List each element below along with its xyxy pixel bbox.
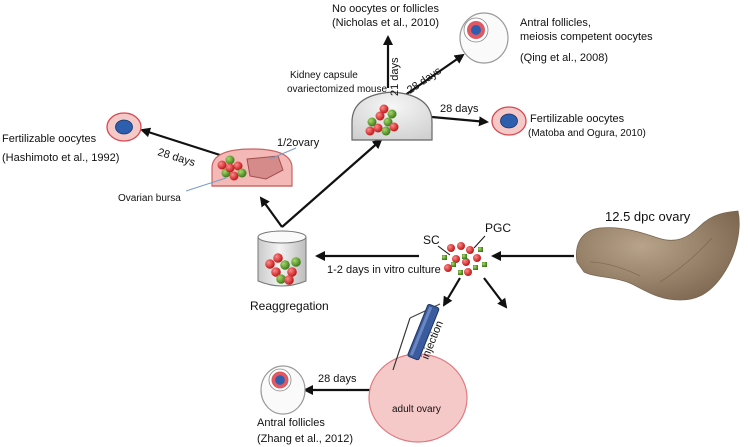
arrow-slice-to-left-follicle xyxy=(140,127,221,157)
citation-hashimoto: (Hashimoto et al., 1992) xyxy=(2,152,119,164)
label-sc: SC xyxy=(423,233,440,247)
label-28-days-upper: 28 days xyxy=(405,65,444,97)
syringe-icon xyxy=(392,303,441,371)
citation-matoba: (Matoba and Ogura, 2010) xyxy=(528,128,646,139)
arrow-kidney-to-qing xyxy=(397,53,465,101)
follicle-icon xyxy=(491,106,527,136)
label-28-days-right: 28 days xyxy=(440,103,479,115)
arrow-cells-down-right xyxy=(483,277,508,309)
label-12-5-dpc-ovary: 12.5 dpc ovary xyxy=(605,209,691,224)
arrow-kidney-to-matoba xyxy=(431,115,489,127)
follicle-icon xyxy=(106,112,142,142)
label-21-days: 21 days xyxy=(389,57,401,96)
follicle-icon xyxy=(459,12,509,64)
cell-cluster xyxy=(217,155,247,181)
adult-ovary xyxy=(368,353,468,443)
arrows xyxy=(140,35,574,395)
leader-ovarian-bursa xyxy=(185,177,227,192)
embryonic-ovary-image xyxy=(575,210,740,301)
arrow-tube-to-slice xyxy=(259,196,283,228)
label-28-days-bottom: 28 days xyxy=(318,373,357,385)
label-fertilizable-right: Fertilizable oocytes xyxy=(530,113,625,125)
label-28-days-left: 28 days xyxy=(156,146,197,169)
label-in-vitro-culture: 1-2 days in vitro culture xyxy=(327,264,441,276)
citation-zhang: (Zhang et al., 2012) xyxy=(257,433,353,445)
label-half-ovary: 1/2ovary xyxy=(277,137,320,149)
arrow-tube-to-kidney xyxy=(281,138,383,228)
arrow-cells-down-left xyxy=(442,277,461,307)
citation-qing: (Qing et al., 2008) xyxy=(520,52,608,64)
label-pgc: PGC xyxy=(485,221,511,235)
citation-nicholas: (Nicholas et al., 2010) xyxy=(332,17,439,29)
label-kidney-capsule-line1: Kidney capsule xyxy=(290,70,358,81)
reaggregate-tube-icon xyxy=(257,230,307,287)
label-fertilizable-left: Fertilizable oocytes xyxy=(2,133,97,145)
dissociated-cells xyxy=(437,235,487,276)
label-ovarian-bursa: Ovarian bursa xyxy=(118,193,181,204)
cell-cluster xyxy=(365,104,399,136)
cell-cluster xyxy=(265,253,301,285)
kidney-capsule-icon xyxy=(351,91,433,141)
label-adult-ovary: adult ovary xyxy=(392,404,441,415)
label-reaggregation: Reaggregation xyxy=(250,299,329,313)
leader-half-ovary xyxy=(269,147,297,160)
label-no-oocytes: No oocytes or follicles xyxy=(332,3,439,15)
label-antral-meiosis-line1: Antral follicles, xyxy=(520,17,591,29)
label-kidney-capsule-line2: ovariectomized mouse xyxy=(287,84,387,95)
label-antral-meiosis-line2: meiosis competent oocytes xyxy=(520,31,653,43)
label-antral-follicles-bottom: Antral follicles xyxy=(257,417,325,429)
follicle-icon xyxy=(260,365,306,415)
